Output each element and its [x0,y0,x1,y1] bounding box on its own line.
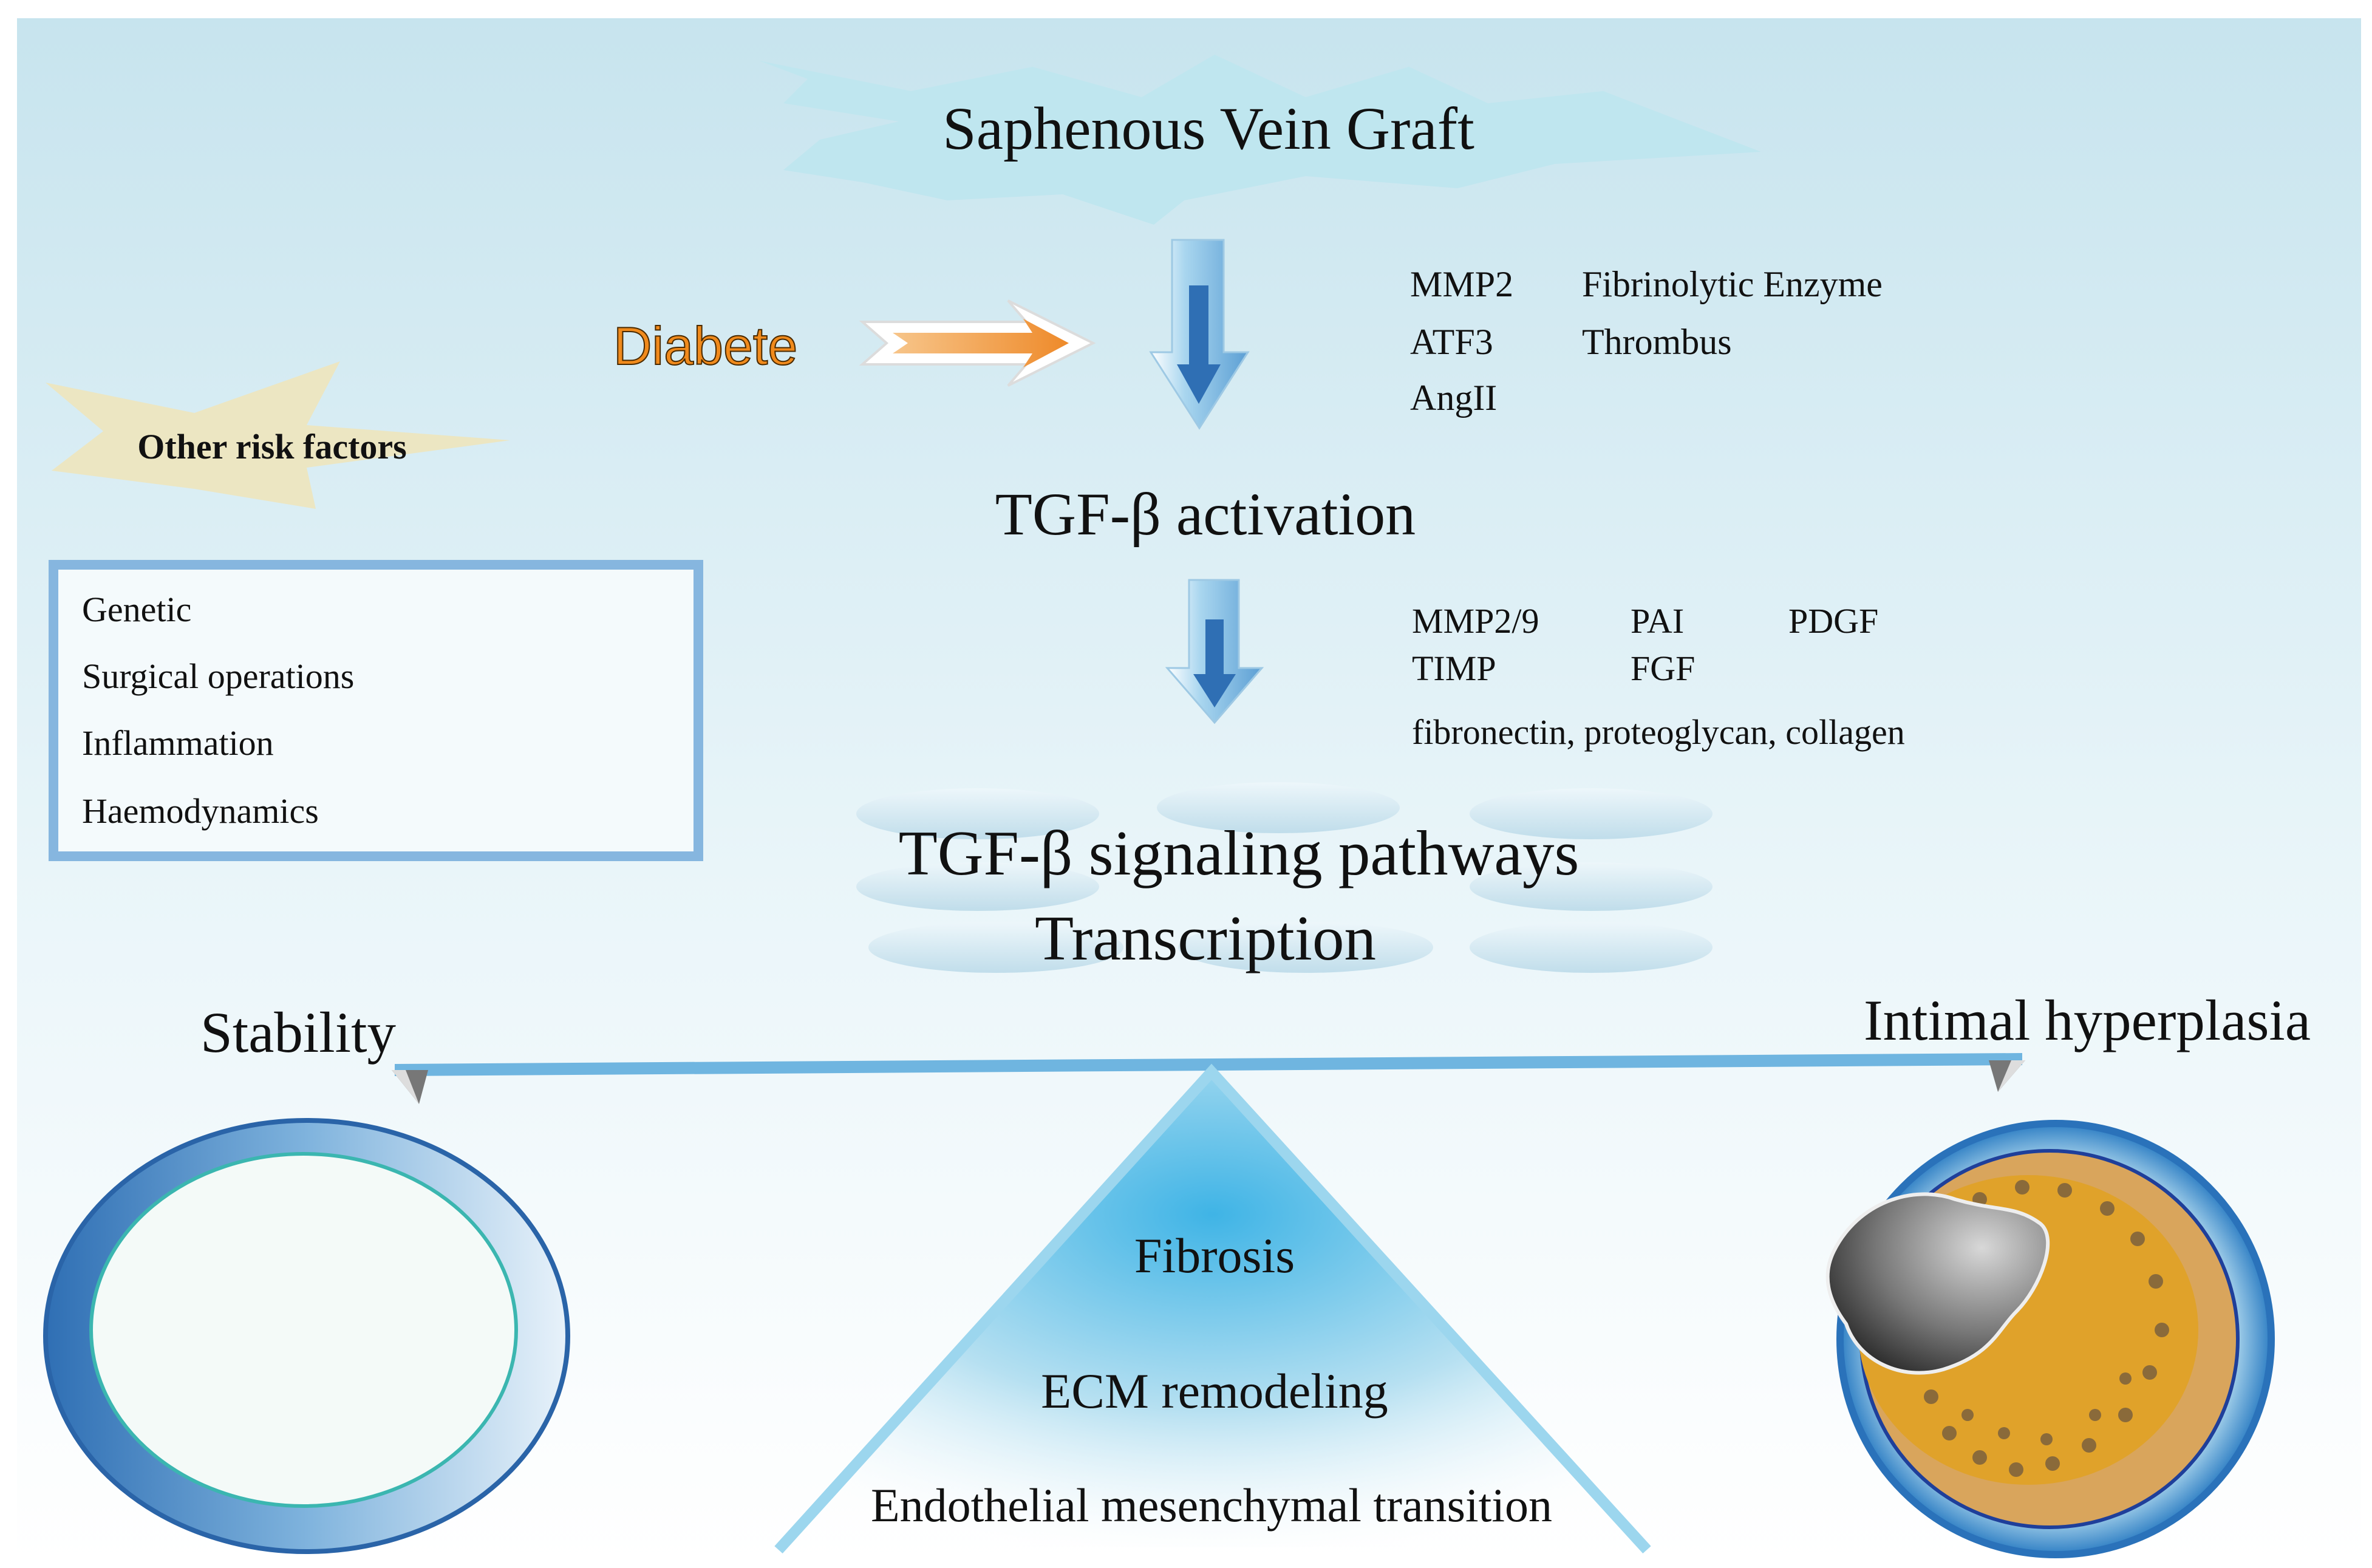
risk-factor-genetic: Genetic [82,590,191,629]
upper-mediators: MMP2 ATF3 AngII Fibrinolytic Enzyme Thro… [1410,264,1883,418]
other-risk-arrow-shape [46,361,510,509]
lower-mediators: MMP2/9 PAI PDGF TIMP FGF fibronectin, pr… [1412,601,1905,752]
mediator-ecm-components: fibronectin, proteoglycan, collagen [1412,712,1905,752]
mediator-thrombus: Thrombus [1582,322,1732,362]
stability-label: Stability [200,1000,396,1065]
fulcrum-pyramid [774,1063,1651,1554]
pyramid-item-fibrosis: Fibrosis [1134,1228,1295,1283]
down-arrow-icon [1165,579,1264,724]
title-text: Saphenous Vein Graft [942,95,1474,162]
mediator-mmp2-9: MMP2/9 [1412,601,1539,641]
transcription-label: Transcription [1035,902,1376,973]
mediator-pdgf: PDGF [1788,601,1878,641]
mediator-pai: PAI [1631,601,1684,641]
lumen-shape [1825,1192,2050,1375]
balance-beam [392,1053,2025,1104]
mediator-fibrinolytic-enzyme: Fibrinolytic Enzyme [1582,264,1883,304]
mediator-mmp2: MMP2 [1410,264,1513,304]
mediator-atf3: ATF3 [1410,322,1493,362]
pyramid-item-endmt: Endothelial mesenchymal transition [871,1479,1552,1532]
down-arrow-icon [1149,239,1250,430]
risk-factor-inflammation: Inflammation [82,723,274,763]
signaling-background-shapes [856,782,1713,973]
title-starburst-shape [759,55,1761,225]
pyramid-item-ecm-remodeling: ECM remodeling [1041,1363,1388,1419]
other-risk-label: Other risk factors [137,427,407,466]
risk-factor-surgical-operations: Surgical operations [82,656,354,696]
risk-factors-box [49,560,703,861]
intimal-hyperplasia-label: Intimal hyperplasia [1864,988,2311,1052]
tgf-activation-label: TGF-β activation [995,480,1416,548]
risk-factor-haemodynamics: Haemodynamics [82,791,319,831]
right-arrow-icon [859,299,1096,387]
stable-vessel-illustration [43,1118,570,1554]
hyperplasia-vessel-illustration [1825,1120,2275,1558]
mediator-timp: TIMP [1412,649,1496,688]
mediator-angii: AngII [1410,378,1497,418]
diabetes-label: Diabete [613,316,797,376]
signaling-pathways-title: TGF-β signaling pathways [899,817,1580,888]
mediator-fgf: FGF [1631,649,1695,688]
